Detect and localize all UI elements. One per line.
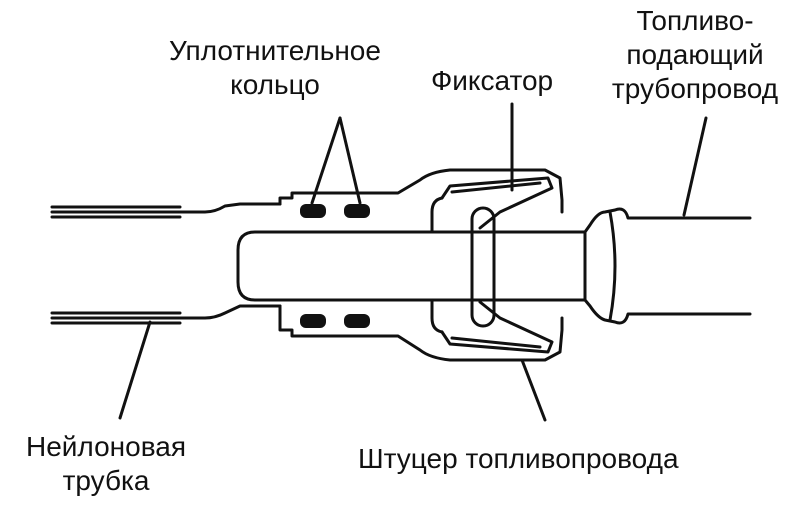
o-ring-label-line1: Уплотнительное bbox=[169, 35, 381, 66]
o-ring-top-2 bbox=[344, 204, 370, 218]
feed-pipe-label-line2: подающий bbox=[626, 39, 764, 70]
o-ring-bottom-2 bbox=[344, 314, 370, 328]
nylon-tube-label-line2: трубка bbox=[62, 465, 150, 496]
o-rings bbox=[300, 204, 370, 328]
fuel-feed-pipe bbox=[583, 207, 752, 325]
leader-feed-pipe bbox=[682, 116, 708, 217]
feed-pipe-label-line3: трубопровод bbox=[611, 73, 779, 104]
pipe-end bbox=[236, 230, 587, 302]
feed-pipe-label-line1: Топливо- bbox=[636, 5, 754, 36]
o-ring-label-line2: кольцо bbox=[230, 69, 320, 100]
leader-o-ring-1 bbox=[310, 116, 342, 205]
fitting-label: Штуцер топливопровода bbox=[358, 443, 679, 474]
nylon-tube-label-line1: Нейлоновая bbox=[26, 431, 186, 462]
retainer bbox=[440, 176, 554, 354]
nylon-tube bbox=[50, 202, 282, 325]
feed-pipe-label: Топливо- подающий трубопровод bbox=[600, 4, 790, 106]
fuel-line-fitting bbox=[278, 168, 564, 362]
leader-o-ring-2 bbox=[338, 116, 362, 205]
o-ring-bottom-1 bbox=[300, 314, 326, 328]
retainer-label: Фиксатор bbox=[431, 65, 554, 96]
o-ring-label: Уплотнительное кольцо bbox=[150, 34, 400, 102]
nylon-tube-label: Нейлоновая трубка bbox=[6, 430, 206, 498]
o-ring-top-1 bbox=[300, 204, 326, 218]
leader-fitting bbox=[520, 358, 547, 422]
leader-nylon-tube bbox=[118, 320, 152, 420]
